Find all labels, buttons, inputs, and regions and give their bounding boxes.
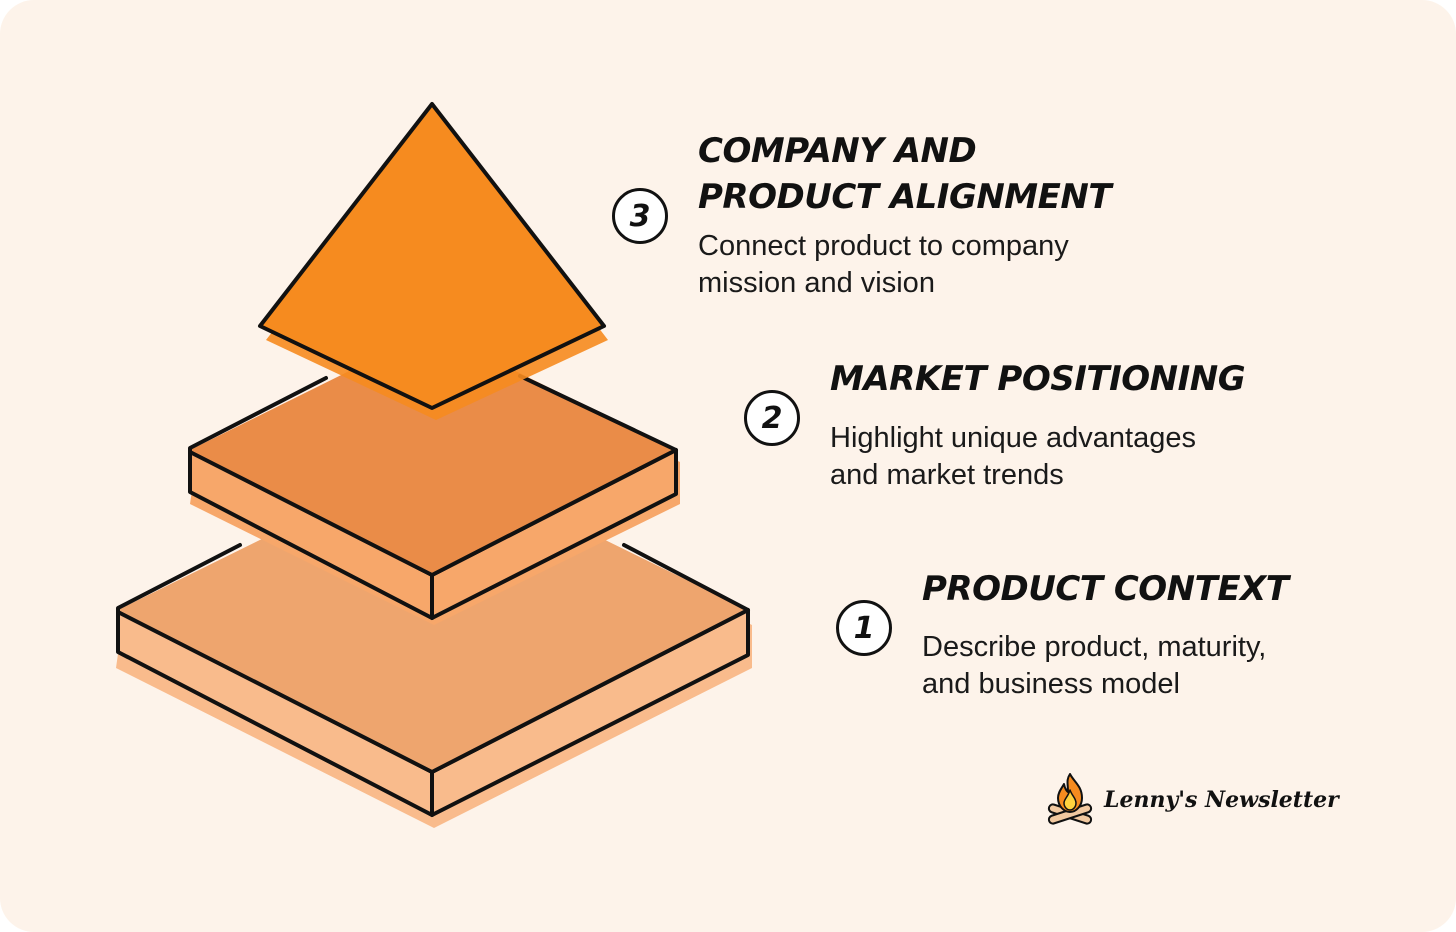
step-1-description-line-2: and business model (922, 668, 1180, 700)
step-1-description-line-1: Describe product, maturity, (922, 631, 1267, 663)
step-3-description-line-2: mission and vision (698, 267, 935, 299)
brand-name: Lenny's Newsletter (1104, 787, 1339, 813)
campfire-icon (1047, 773, 1093, 825)
step-3-title-line-1: Company and (698, 131, 977, 171)
step-1-title: Product Context (922, 569, 1289, 609)
top-layer (258, 102, 608, 420)
step-3-description-line-1: Connect product to company (698, 230, 1069, 262)
step-2-description-line-2: and market trends (830, 459, 1064, 491)
step-2-description-line-1: Highlight unique advantages (830, 422, 1196, 454)
middle-layer (188, 330, 680, 625)
step-3-title-line-2: Product Alignment (698, 177, 1112, 217)
step-2-title: Market Positioning (830, 359, 1246, 399)
step-2-number-badge: 2 (744, 390, 800, 446)
step-1-number-badge: 1 (836, 600, 892, 656)
step-3-number-badge: 3 (612, 188, 668, 244)
brand-logo: Lenny's Newsletter (1044, 770, 1339, 830)
